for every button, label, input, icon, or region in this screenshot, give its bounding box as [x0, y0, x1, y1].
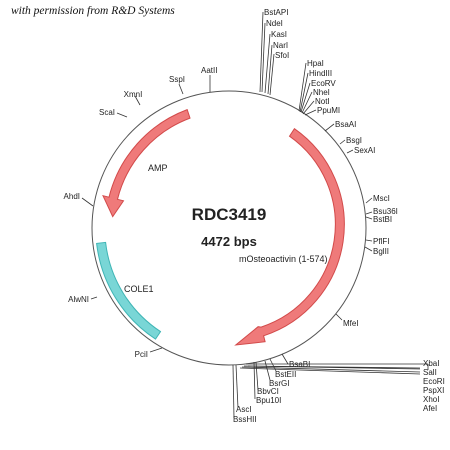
site-sali: SalI — [423, 368, 437, 377]
site-afei: AfeI — [423, 404, 437, 413]
cole1-origin — [96, 241, 162, 340]
site-sfoi: SfoI — [275, 51, 289, 60]
amp-arrow — [102, 108, 191, 218]
amp-label: AMP — [148, 163, 168, 173]
site-asci: AscI — [236, 405, 252, 414]
site-kasi: KasI — [271, 30, 287, 39]
site-xhoi: XhoI — [423, 395, 439, 404]
site-alwni: AlwNI — [68, 295, 89, 304]
site-bsu36i: Bsu36I — [373, 207, 398, 216]
plasmid-length: 4472 bps — [201, 234, 257, 249]
site-bstbi: BstBI — [373, 215, 392, 224]
site-aatii: AatII — [201, 66, 217, 75]
plasmid-name: RDC3419 — [192, 205, 267, 224]
site-nhei: NheI — [313, 88, 330, 97]
insert-label: mOsteoactivin (1-574) — [239, 254, 328, 264]
site-pflfi: PflFI — [373, 237, 389, 246]
site-sexai: SexAI — [354, 146, 375, 155]
site-bsrgi: BsrGI — [269, 379, 289, 388]
site-ecorv: EcoRV — [311, 79, 336, 88]
site-bsteii: BstEII — [275, 370, 296, 379]
site-bbvci: BbvCI — [257, 387, 279, 396]
site-pcii: PciI — [135, 350, 148, 359]
site-bglii: BglII — [373, 247, 389, 256]
cole1-label: COLE1 — [124, 284, 154, 294]
site-ndei: NdeI — [266, 19, 283, 28]
site-xmni: XmnI — [124, 90, 143, 99]
site-bsshii: BssHII — [233, 415, 257, 424]
site-bstapi: BstAPI — [264, 8, 288, 17]
site-pspxi: PspXI — [423, 386, 444, 395]
site-lines — [81, 11, 429, 419]
site-hindiii: HindIII — [309, 69, 332, 78]
site-sspi: SspI — [169, 75, 185, 84]
site-mfei: MfeI — [343, 319, 359, 328]
site-bsgi: BsgI — [346, 136, 362, 145]
backbone-circle — [91, 90, 367, 366]
site-ahdi: AhdI — [64, 192, 80, 201]
site-labels: BstAPI NdeI KasI NarI SfoI HpaI HindIII … — [64, 8, 445, 424]
site-noti: NotI — [315, 97, 330, 106]
site-bsabi: BsaBI — [289, 360, 310, 369]
site-msci: MscI — [373, 194, 390, 203]
site-ecori: EcoRI — [423, 377, 445, 386]
site-nari: NarI — [273, 41, 288, 50]
site-xbai: XbaI — [423, 359, 439, 368]
site-scai: ScaI — [99, 108, 115, 117]
site-hpai: HpaI — [307, 59, 324, 68]
permission-note: with permission from R&D Systems — [11, 5, 175, 17]
site-ppumi: PpuMI — [317, 106, 340, 115]
site-bpu10i: Bpu10I — [256, 396, 281, 405]
insert-arrow — [234, 127, 345, 346]
site-bsaai: BsaAI — [335, 120, 356, 129]
